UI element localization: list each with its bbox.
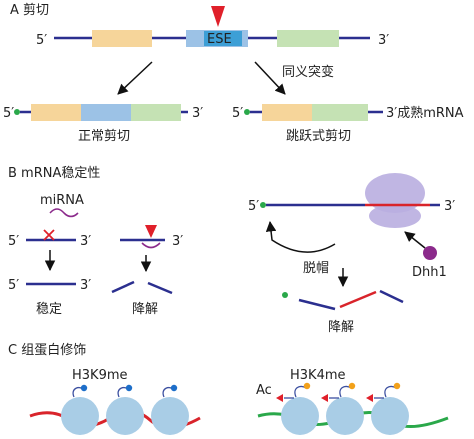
green-dot-cap-icon	[282, 292, 288, 298]
exon-3	[277, 30, 339, 47]
stable-result-three: 3′	[80, 278, 91, 293]
stable-three-prime: 3′	[80, 234, 91, 249]
acetyl-flag-icon	[276, 394, 283, 402]
ribosome-small-subunit	[369, 204, 421, 228]
green-dot-cap-icon	[244, 109, 250, 115]
right-fragment-red	[339, 290, 377, 309]
methyl-mark-orange-icon	[393, 382, 401, 390]
mutation-label: 同义突变	[282, 64, 334, 80]
normal-splice-arrow	[117, 61, 153, 95]
fragment-2	[147, 281, 173, 295]
nucleosome-6	[371, 397, 409, 435]
exon-1	[92, 30, 152, 47]
h3k9me-label: H3K9me	[72, 368, 128, 383]
right-fragment-2	[379, 289, 404, 304]
acetyl-label: Ac	[256, 383, 272, 398]
pre-mrna-three-prime: 3′	[378, 33, 389, 48]
histone-tail-4	[294, 385, 307, 398]
acetyl-flag-icon	[366, 394, 373, 402]
mirna-label: miRNA	[40, 193, 84, 208]
section-c: C 组蛋白修饰 H3K9me H3K4me Ac	[8, 342, 449, 435]
red-triangle-marker-icon	[145, 225, 157, 238]
methyl-mark-orange-icon	[348, 382, 356, 390]
skip-splice-arrow	[254, 61, 286, 95]
degrade-caption: 降解	[132, 302, 158, 317]
normal-five-prime: 5′	[3, 106, 14, 121]
targeted-three-prime: 3′	[172, 234, 183, 249]
section-c-title: C 组蛋白修饰	[8, 342, 86, 358]
nucleosome-1	[61, 397, 99, 435]
green-dot-cap-icon	[260, 202, 266, 208]
dhh1-label: Dhh1	[412, 265, 447, 280]
methyl-mark-icon	[80, 384, 88, 392]
skip-caption: 跳跃式剪切	[286, 128, 351, 144]
nucleosome-4	[281, 397, 319, 435]
stable-five-prime: 5′	[8, 234, 19, 249]
section-a-title: A 剪切	[10, 2, 49, 18]
nucleosome-3	[151, 397, 189, 435]
bound-mirna-icon	[141, 242, 161, 249]
histone-tail-5	[339, 385, 352, 398]
ribo-three-prime: 3′	[444, 199, 455, 214]
dhh1-arrow	[404, 231, 426, 249]
normal-three-prime: 3′	[192, 106, 203, 121]
decap-arrow	[265, 220, 336, 253]
h3k4me-label: H3K4me	[290, 368, 346, 383]
section-b-title: B mRNA稳定性	[8, 165, 100, 181]
nucleosome-2	[106, 397, 144, 435]
mirna-squiggle-icon	[49, 208, 79, 218]
ese-label: ESE	[207, 32, 232, 47]
nucleosome-5	[326, 397, 364, 435]
fragment-1	[111, 280, 135, 294]
skip-five-prime: 5′	[232, 106, 243, 121]
normal-exon-1	[31, 104, 81, 121]
stable-caption: 稳定	[36, 301, 62, 317]
methyl-mark-icon	[170, 384, 178, 392]
ribosome-large-subunit	[365, 173, 425, 213]
normal-exon-3	[131, 104, 181, 121]
section-a: A 剪切 5′ ESE 3′ 同义突变 5′ 3′ 正常剪切 5′ 3′成熟mR…	[3, 2, 464, 144]
red-triangle-marker-icon	[211, 6, 225, 27]
skip-exon-1	[262, 104, 312, 121]
methyl-mark-icon	[125, 384, 133, 392]
purple-dot-protein-icon	[423, 246, 437, 260]
right-degrade-caption: 降解	[328, 320, 354, 335]
decap-label: 脱帽	[303, 260, 329, 276]
section-b: B mRNA稳定性 miRNA 5′ 3′ 5′ 3′ 稳定 3′ 降解 5′ …	[8, 165, 455, 335]
normal-exon-2	[81, 104, 131, 121]
acetyl-flag-icon	[321, 394, 328, 402]
skip-three-prime: 3′成熟mRNA	[386, 105, 464, 121]
stable-result-five: 5′	[8, 278, 19, 293]
skip-exon-3	[312, 104, 368, 121]
methyl-mark-orange-icon	[303, 382, 311, 390]
histone-tail-6	[384, 385, 397, 398]
green-dot-cap-icon	[14, 109, 20, 115]
normal-caption: 正常剪切	[78, 128, 130, 144]
right-fragment-1	[298, 298, 336, 311]
ese-box	[204, 31, 242, 46]
pre-mrna-five-prime: 5′	[36, 33, 47, 48]
ribo-five-prime: 5′	[248, 199, 259, 214]
cross-icon	[43, 229, 55, 241]
